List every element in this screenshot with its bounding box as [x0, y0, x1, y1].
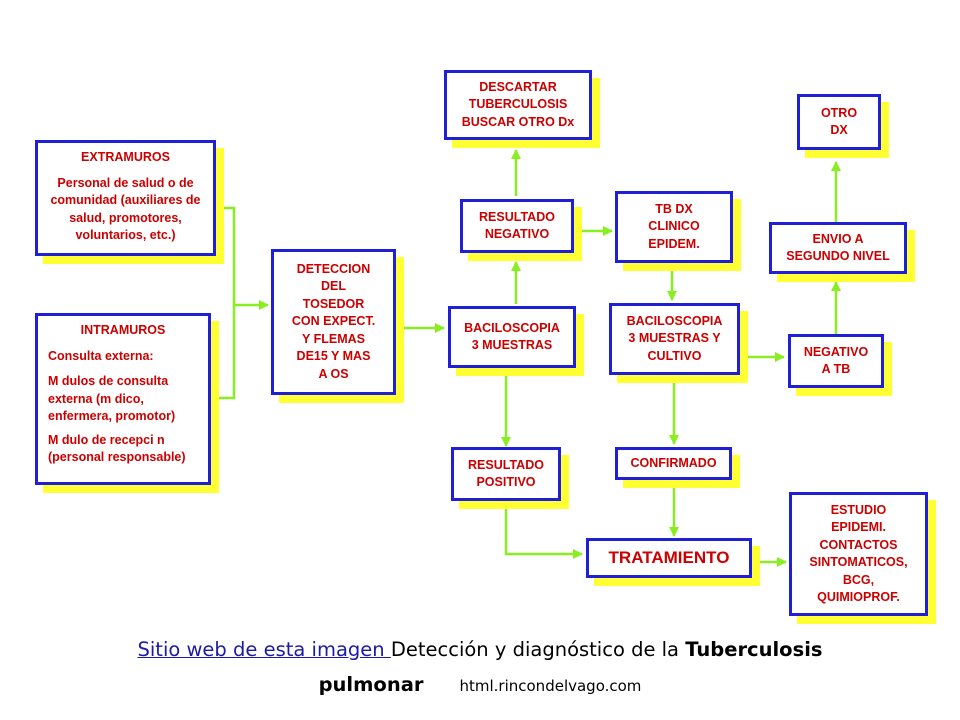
- arrow-extramuros-bracket: [210, 206, 236, 400]
- intramuros-line-1: Consulta externa:: [48, 348, 154, 363]
- intramuros-title: INTRAMUROS: [80, 323, 166, 337]
- estudio-box: ESTUDIO EPIDEMI. CONTACTOS SINTOMATICOS,…: [789, 492, 928, 616]
- resultado-positivo-text: RESULTADO POSITIVO: [468, 457, 544, 490]
- extramuros-body: Personal de salud o de comunidad (auxili…: [50, 175, 201, 243]
- intramuros-line-2: M dulos de consulta externa (m dico, enf…: [48, 374, 176, 423]
- deteccion-box: DETECCION DEL TOSEDOR CON EXPECT. Y FLEM…: [271, 249, 396, 395]
- intramuros-box: INTRAMUROS Consulta externa: M dulos de …: [35, 313, 211, 485]
- caption-bold-1: Tuberculosis: [685, 638, 823, 661]
- resultado-negativo-box: RESULTADO NEGATIVO: [460, 199, 574, 253]
- resultado-positivo-box: RESULTADO POSITIVO: [451, 447, 561, 501]
- source-site: html.rincondelvago.com: [459, 677, 642, 695]
- extramuros-box: EXTRAMUROS Personal de salud o de comuni…: [35, 140, 216, 256]
- descartar-box: DESCARTAR TUBERCULOSIS BUSCAR OTRO Dx: [444, 70, 592, 140]
- negativo-tb-text: NEGATIVO A TB: [803, 344, 869, 377]
- resultado-negativo-text: RESULTADO NEGATIVO: [479, 209, 555, 242]
- baciloscopia-text: BACILOSCOPIA 3 MUESTRAS: [464, 320, 560, 353]
- negativo-tb-box: NEGATIVO A TB: [788, 334, 884, 388]
- extramuros-title: EXTRAMUROS: [81, 150, 170, 164]
- tb-dx-box: TB DX CLINICO EPIDEM.: [615, 191, 733, 263]
- tratamiento-box: TRATAMIENTO: [586, 538, 752, 578]
- envio-box: ENVIO A SEGUNDO NIVEL: [769, 222, 907, 274]
- arrow-positivo-tratamiento: [504, 502, 583, 559]
- confirmado-text: CONFIRMADO: [630, 455, 717, 470]
- tb-dx-text: TB DX CLINICO EPIDEM.: [648, 201, 700, 251]
- baciloscopia-box: BACILOSCOPIA 3 MUESTRAS: [448, 306, 576, 368]
- otro-dx-text: OTRO DX: [820, 105, 858, 138]
- descartar-text: DESCARTAR TUBERCULOSIS BUSCAR OTRO Dx: [461, 79, 575, 129]
- caption-text: Detección y diagnóstico de la: [390, 638, 686, 661]
- caption-line-2: pulmonar html.rincondelvago.com: [0, 673, 960, 696]
- caption-line-1: Sitio web de esta imagen Detección y dia…: [0, 638, 960, 661]
- intramuros-line-3: M dulo de recepci n (personal responsabl…: [48, 432, 186, 465]
- caption-bold-2: pulmonar: [318, 673, 424, 696]
- baciloscopia-cultivo-text: BACILOSCOPIA 3 MUESTRAS Y CULTIVO: [626, 313, 723, 363]
- deteccion-text: DETECCION DEL TOSEDOR CON EXPECT. Y FLEM…: [291, 261, 376, 381]
- tratamiento-text: TRATAMIENTO: [608, 548, 730, 568]
- source-link[interactable]: Sitio web de esta imagen: [137, 638, 391, 661]
- estudio-text: ESTUDIO EPIDEMI. CONTACTOS SINTOMATICOS,…: [809, 502, 908, 605]
- confirmado-box: CONFIRMADO: [615, 447, 732, 480]
- otro-dx-box: OTRO DX: [797, 94, 881, 150]
- baciloscopia-cultivo-box: BACILOSCOPIA 3 MUESTRAS Y CULTIVO: [609, 303, 740, 375]
- envio-text: ENVIO A SEGUNDO NIVEL: [786, 231, 890, 264]
